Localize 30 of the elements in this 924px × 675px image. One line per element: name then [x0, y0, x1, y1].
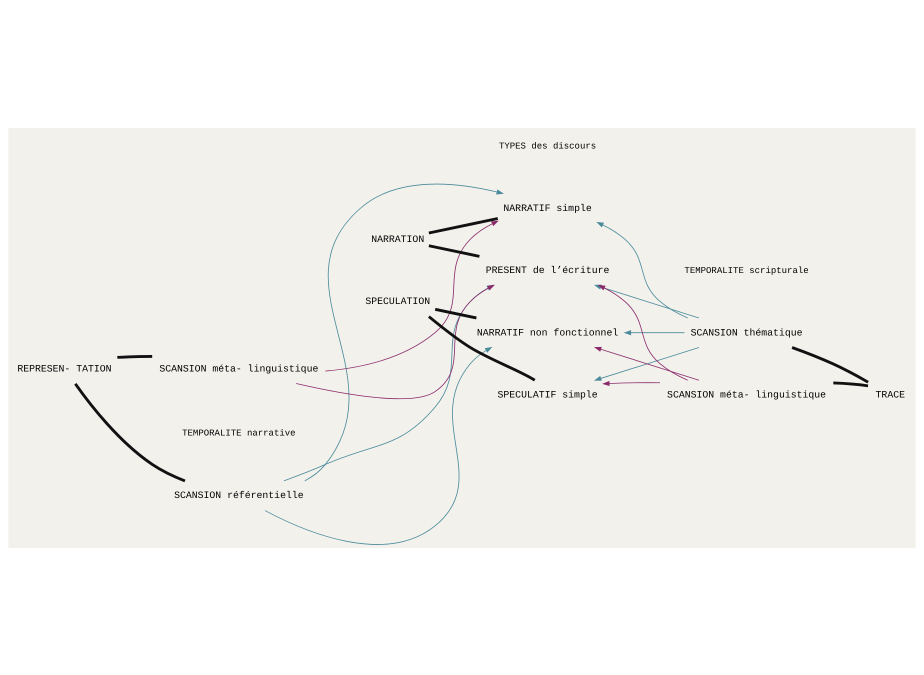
node-text: SCANSION méta- linguistique [667, 388, 826, 400]
arrow [304, 183, 504, 481]
node-text: NARRATION [371, 233, 424, 244]
arrow [598, 284, 688, 380]
arrow [596, 221, 688, 318]
label: TEMPORALITE scripturale [684, 265, 809, 276]
node-text: SPECULATION [365, 296, 430, 307]
label: TEMPORALITE narrative [182, 428, 296, 438]
node-text: NARRATIF non fonctionnel [476, 326, 618, 338]
node-text: SCANSION thématique [690, 326, 803, 338]
label: TYPES des discours [498, 140, 596, 151]
arrow [325, 220, 499, 371]
node-text: SCANSION référentielle [174, 490, 304, 501]
connector [792, 346, 869, 383]
connector [833, 380, 868, 387]
connector [428, 244, 480, 258]
connector [428, 315, 536, 381]
node-text: REPRESEN- TATION [17, 362, 112, 374]
arrow [602, 380, 660, 386]
node-text: SPECULATIF simple [498, 388, 598, 400]
node-text: TRACE [876, 388, 905, 400]
arrow [264, 346, 492, 544]
connector [74, 382, 186, 482]
node-text: PRESENT de l’écriture [486, 264, 610, 276]
node-text: SCANSION méta- linguistique [159, 362, 318, 374]
node-text: NARRATIF simple [503, 202, 592, 214]
connector [434, 307, 477, 319]
connector [428, 216, 498, 234]
arrow [624, 330, 685, 335]
connector [117, 354, 152, 358]
